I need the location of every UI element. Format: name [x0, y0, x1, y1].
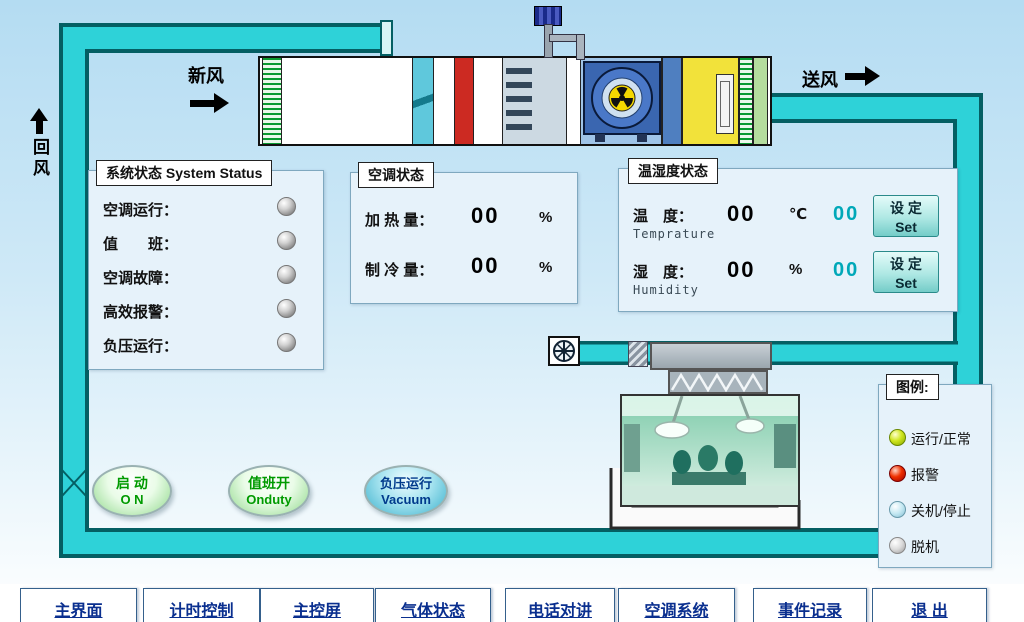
fresh-air-label: 新风: [188, 66, 224, 86]
status-label-ac-running: 空调运行：: [103, 202, 179, 219]
return-air-label: 回风: [30, 138, 49, 180]
temperature-unit: ℃: [789, 206, 808, 223]
nav-button-main-screen[interactable]: 主界面: [20, 588, 137, 622]
legend-title: 图例:: [886, 374, 939, 400]
coil-fins: [506, 68, 532, 134]
diffuser-zigzag-icon: [670, 372, 764, 393]
ac-status-panel: 加 热 量： 00 % 制 冷 量： 00 %: [350, 172, 578, 304]
nav-button-intercom[interactable]: 电话对讲: [505, 588, 615, 622]
system-status-panel: 空调运行： 值 班： 空调故障： 高效报警： 负压运行：: [88, 170, 324, 370]
system-status-title: 系统状态 System Status: [96, 160, 273, 186]
operating-room-image: [620, 394, 800, 507]
humidity-value: 00: [727, 257, 756, 282]
cooling-unit: %: [539, 259, 553, 276]
fan-outlet-section: [662, 58, 682, 144]
heating-value: 00: [471, 203, 500, 228]
humidifier-section: [682, 58, 739, 144]
vacuum-run-button[interactable]: 负压运行 Vacuum: [364, 465, 448, 517]
led-ac-running: [277, 197, 296, 216]
temp-humidity-panel: 温 度： Temprature 00 ℃ 00 设 定 Set 湿 度： Hum…: [618, 168, 958, 312]
legend-panel: 运行/正常 报警 关机/停止 脱机: [878, 384, 992, 568]
legend-led-stop: [889, 501, 906, 518]
exhaust-fan-unit: [548, 336, 580, 366]
led-ac-fault: [277, 265, 296, 284]
supply-air-arrow-icon: [845, 73, 865, 80]
legend-label-stop: 关机/停止: [911, 503, 971, 519]
temperature-label: 温 度：: [633, 208, 694, 225]
status-label-hepa-alarm: 高效报警：: [103, 304, 179, 321]
fresh-air-arrow-icon: [190, 100, 214, 107]
temperature-setpoint: 00: [833, 203, 860, 225]
humidity-sublabel: Humidity: [633, 283, 699, 297]
air-diffuser-plenum: [650, 342, 772, 370]
humidity-set-button[interactable]: 设 定 Set: [873, 251, 939, 293]
humidity-setpoint: 00: [833, 259, 860, 281]
temperature-set-button[interactable]: 设 定 Set: [873, 195, 939, 237]
return-air-arrow-icon: [36, 121, 43, 134]
set-button-label-en: Set: [895, 219, 917, 235]
diffuser-connectors: [668, 370, 768, 394]
access-panel: [716, 74, 734, 134]
legend-led-offline: [889, 537, 906, 554]
status-label-on-duty: 值 班：: [103, 236, 179, 253]
nav-button-gas-status[interactable]: 气体状态: [375, 588, 491, 622]
operating-room-scene: [622, 395, 798, 505]
led-negative-pressure: [277, 333, 296, 352]
set-button-label-cn: 设 定: [890, 256, 922, 272]
start-button-label-cn: 启 动: [116, 475, 148, 491]
air-handling-unit: [258, 56, 772, 146]
nav-button-ac-system[interactable]: 空调系统: [618, 588, 735, 622]
duty-button-label-en: Onduty: [246, 492, 292, 507]
supply-air-label: 送风: [802, 70, 838, 90]
nav-button-exit[interactable]: 退 出: [872, 588, 987, 622]
duty-on-button[interactable]: 值班开 Onduty: [228, 465, 310, 517]
duct-end-cap: [380, 20, 393, 56]
temp-humidity-title: 温湿度状态: [628, 158, 718, 184]
fresh-air-arrowhead-icon: [214, 93, 229, 113]
supply-air-arrowhead-icon: [865, 66, 880, 86]
vacuum-button-label-en: Vacuum: [381, 492, 431, 507]
ac-status-title: 空调状态: [358, 162, 434, 188]
valve-actuator-motor: [534, 6, 562, 26]
damper-section: [412, 58, 434, 144]
humidity-label: 湿 度：: [633, 264, 694, 281]
humidity-unit: %: [789, 261, 803, 278]
nav-button-main-control[interactable]: 主控屏: [260, 588, 374, 622]
fan-icon: [583, 61, 661, 142]
vacuum-button-label-cn: 负压运行: [379, 476, 432, 491]
set-button-label-en: Set: [895, 275, 917, 291]
start-button-label-en: O N: [120, 492, 144, 507]
start-on-button[interactable]: 启 动 O N: [92, 465, 172, 517]
nav-button-timer-control[interactable]: 计时控制: [143, 588, 260, 622]
legend-label-alarm: 报警: [911, 467, 939, 483]
outlet-section: [753, 58, 768, 144]
cooling-value: 00: [471, 253, 500, 278]
heater-section: [454, 58, 474, 144]
status-label-ac-fault: 空调故障：: [103, 270, 179, 287]
heating-label: 加 热 量：: [365, 212, 434, 229]
temperature-sublabel: Temprature: [633, 227, 716, 241]
legend-label-offline: 脱机: [911, 539, 939, 555]
return-air-arrowhead-icon: [30, 108, 48, 121]
cooling-coil-section: [502, 58, 567, 144]
legend-label-running: 运行/正常: [911, 431, 971, 447]
supply-filter-section: [739, 58, 753, 144]
status-label-negative-pressure: 负压运行：: [103, 338, 179, 355]
exhaust-fan-icon: [553, 340, 575, 362]
temperature-value: 00: [727, 201, 756, 226]
flexible-joint: [628, 341, 648, 367]
duty-button-label-cn: 值班开: [248, 475, 290, 491]
heating-unit: %: [539, 209, 553, 226]
fan-section: [580, 58, 662, 144]
valve-elbow: [576, 34, 585, 60]
set-button-label-cn: 设 定: [890, 200, 922, 216]
legend-led-alarm: [889, 465, 906, 482]
cooling-label: 制 冷 量：: [365, 262, 434, 279]
fresh-air-filter-section: [262, 58, 282, 144]
legend-led-running: [889, 429, 906, 446]
led-hepa-alarm: [277, 299, 296, 318]
nav-button-event-log[interactable]: 事件记录: [753, 588, 867, 622]
led-on-duty: [277, 231, 296, 250]
